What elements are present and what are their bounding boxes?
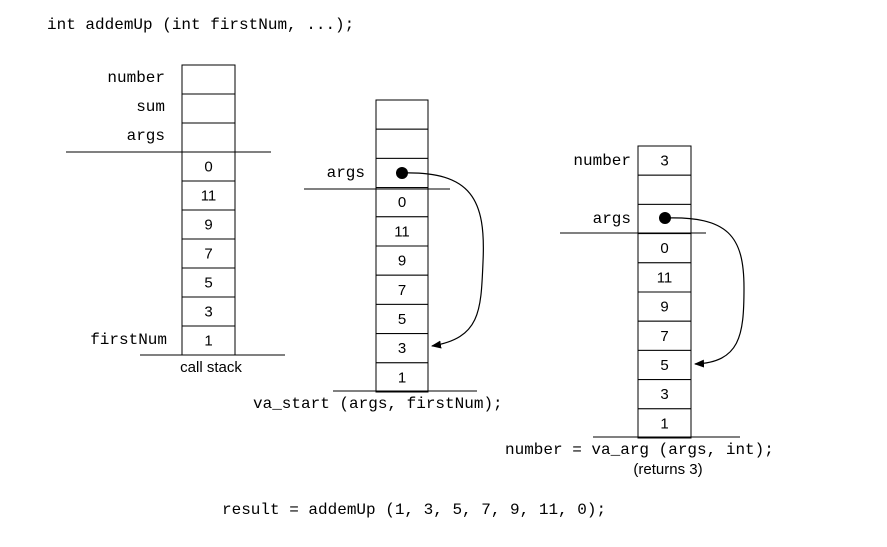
stack3-args-pointer-arrow bbox=[664, 217, 745, 368]
stack2-label-args: args bbox=[327, 164, 365, 182]
stack3-cell-value: 0 bbox=[660, 240, 668, 257]
stack1-cell-value: 3 bbox=[204, 304, 212, 321]
stack2-cell bbox=[375, 362, 429, 393]
stack1-label-args: args bbox=[127, 127, 165, 145]
stack-after-va-start: 0 11 9 7 5 3 1 bbox=[375, 99, 429, 393]
stack-after-va-arg: 3 0 11 9 7 5 3 1 bbox=[637, 145, 692, 439]
stack2-cell-value: 5 bbox=[398, 311, 406, 328]
stack3-cell-value: 11 bbox=[657, 269, 673, 286]
stack2-cell-value: 1 bbox=[398, 369, 406, 386]
stack1-cell-value: 7 bbox=[204, 246, 212, 263]
stack1-label-sum: sum bbox=[136, 98, 165, 116]
stack1-cell bbox=[181, 151, 236, 182]
stack3-cell-value: 1 bbox=[660, 415, 668, 432]
stack2-cell bbox=[375, 274, 429, 305]
stack1-label-firstnum: firstNum bbox=[90, 331, 167, 349]
stack2-cell bbox=[375, 333, 429, 364]
stack3-cell bbox=[637, 379, 692, 410]
stack1-cell bbox=[181, 64, 236, 95]
stack2-cell bbox=[375, 303, 429, 335]
stack1-label-number: number bbox=[107, 69, 165, 87]
stack3-label-number: number bbox=[573, 152, 631, 170]
stack2-cell-value: 9 bbox=[398, 253, 406, 270]
stack1-caption: call stack bbox=[180, 359, 242, 376]
stack2-caption: va_start (args, firstNum); bbox=[253, 395, 503, 413]
stack3-cell bbox=[637, 145, 692, 176]
stack1-cell bbox=[181, 180, 236, 211]
function-call: result = addemUp (1, 3, 5, 7, 9, 11, 0); bbox=[222, 501, 606, 519]
stack1-cell-value: 5 bbox=[204, 275, 212, 292]
stack2-cell bbox=[375, 245, 429, 276]
stack1-cell-value: 0 bbox=[204, 159, 212, 176]
stack2-cell-value: 3 bbox=[398, 340, 406, 357]
stack2-cell bbox=[375, 99, 429, 130]
stack3-cell bbox=[637, 320, 692, 351]
stack2-cell bbox=[375, 128, 429, 159]
stack1-cell-value: 11 bbox=[201, 188, 217, 205]
stack3-caption: number = va_arg (args, int); bbox=[505, 441, 774, 459]
stack2-cell-value: 0 bbox=[398, 194, 406, 211]
stack3-cell bbox=[637, 291, 692, 322]
stack3-cell-value: 3 bbox=[660, 386, 668, 403]
stack3-cell-value: 3 bbox=[660, 153, 668, 170]
stack2-args-pointer-arrow bbox=[401, 172, 484, 349]
stack3-note: (returns 3) bbox=[633, 461, 702, 478]
stack3-cell-value: 7 bbox=[660, 328, 668, 345]
stack1-cell bbox=[181, 296, 236, 327]
stack1-cell bbox=[181, 93, 236, 124]
stack3-cell bbox=[637, 349, 692, 381]
stack3-cell bbox=[637, 233, 692, 264]
function-signature: int addemUp (int firstNum, ...); bbox=[47, 16, 354, 34]
stack1-cell-value: 1 bbox=[204, 333, 212, 350]
stack1-cell bbox=[181, 122, 236, 153]
stack2-cell-value: 7 bbox=[398, 282, 406, 299]
stack1-cell-value: 9 bbox=[204, 217, 212, 234]
stack3-cell-value: 9 bbox=[660, 299, 668, 316]
stack3-label-args: args bbox=[593, 210, 631, 228]
stack1-cell bbox=[181, 238, 236, 269]
stack3-cell-value: 5 bbox=[660, 357, 668, 374]
stack3-cell bbox=[637, 174, 692, 205]
stack3-cell bbox=[637, 408, 692, 439]
call-stack: 0 11 9 7 5 3 1 bbox=[181, 64, 236, 356]
stack2-cell-value: 11 bbox=[394, 223, 410, 240]
